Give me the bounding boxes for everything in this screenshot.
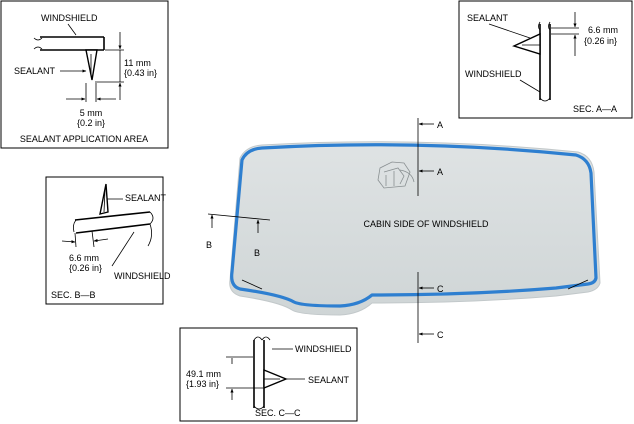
section-b-dim-in: {0.26 in} bbox=[69, 263, 102, 273]
application-area-width-mm: 5 mm bbox=[80, 108, 103, 118]
section-a-label-bottom: A bbox=[437, 167, 443, 177]
section-marker-b: B B bbox=[206, 213, 271, 258]
section-a-windshield-label: WINDSHIELD bbox=[465, 69, 522, 79]
application-area-width-in: {0.2 in} bbox=[77, 118, 105, 128]
application-area-title: SEALANT APPLICATION AREA bbox=[20, 134, 148, 144]
section-c-label-top: C bbox=[437, 284, 444, 294]
section-b-label-right: B bbox=[254, 248, 260, 258]
section-b-box: SEALANT 6.6 mm {0.26 in} WINDSHIELD SEC.… bbox=[45, 176, 171, 305]
section-b-sealant-label: SEALANT bbox=[125, 193, 167, 203]
application-area-windshield-label: WINDSHIELD bbox=[41, 13, 98, 23]
section-c-windshield-label: WINDSHIELD bbox=[295, 344, 352, 354]
section-a-sealant-label: SEALANT bbox=[467, 13, 509, 23]
section-c-dim-in: {1.93 in} bbox=[186, 379, 219, 389]
section-b-dim-mm: 6.6 mm bbox=[69, 253, 99, 263]
application-area-height-in: {0.43 in} bbox=[124, 68, 157, 78]
section-a-dim-in: {0.26 in} bbox=[584, 36, 617, 46]
cabin-side-label: CABIN SIDE OF WINDSHIELD bbox=[363, 219, 489, 229]
application-area-height-mm: 11 mm bbox=[124, 58, 151, 68]
section-c-sealant-label: SEALANT bbox=[308, 375, 350, 385]
section-b-windshield-label: WINDSHIELD bbox=[114, 271, 171, 281]
section-c-box: WINDSHIELD SEALANT 49.1 mm {1.93 in} SEC… bbox=[179, 327, 358, 422]
windshield: CABIN SIDE OF WINDSHIELD bbox=[229, 141, 601, 316]
section-c-dim-mm: 49.1 mm bbox=[186, 369, 221, 379]
windshield-glass bbox=[229, 141, 601, 316]
section-b-label-left: B bbox=[206, 240, 212, 250]
mirror-mount-icon bbox=[377, 161, 415, 189]
application-area-sealant-label: SEALANT bbox=[14, 66, 56, 76]
application-area-box: WINDSHIELD SEALANT 11 mm {0.43 in} 5 mm … bbox=[0, 0, 169, 149]
corner-mark-left bbox=[241, 279, 263, 290]
corner-mark-right bbox=[567, 279, 589, 290]
section-b-title: SEC. B—B bbox=[51, 290, 96, 300]
section-c-label-bottom: C bbox=[437, 330, 444, 340]
section-marker-c: C C bbox=[417, 272, 444, 343]
sealant-band bbox=[230, 143, 598, 308]
section-c-title: SEC. C—C bbox=[255, 408, 301, 418]
section-a-label-top: A bbox=[437, 120, 443, 130]
section-a-title: SEC. A—A bbox=[573, 104, 617, 114]
section-a-dim-mm: 6.6 mm bbox=[588, 25, 618, 35]
section-marker-a: A A bbox=[417, 118, 443, 196]
section-a-box: SEALANT 6.6 mm {0.26 in} WINDSHIELD SEC.… bbox=[458, 0, 633, 119]
